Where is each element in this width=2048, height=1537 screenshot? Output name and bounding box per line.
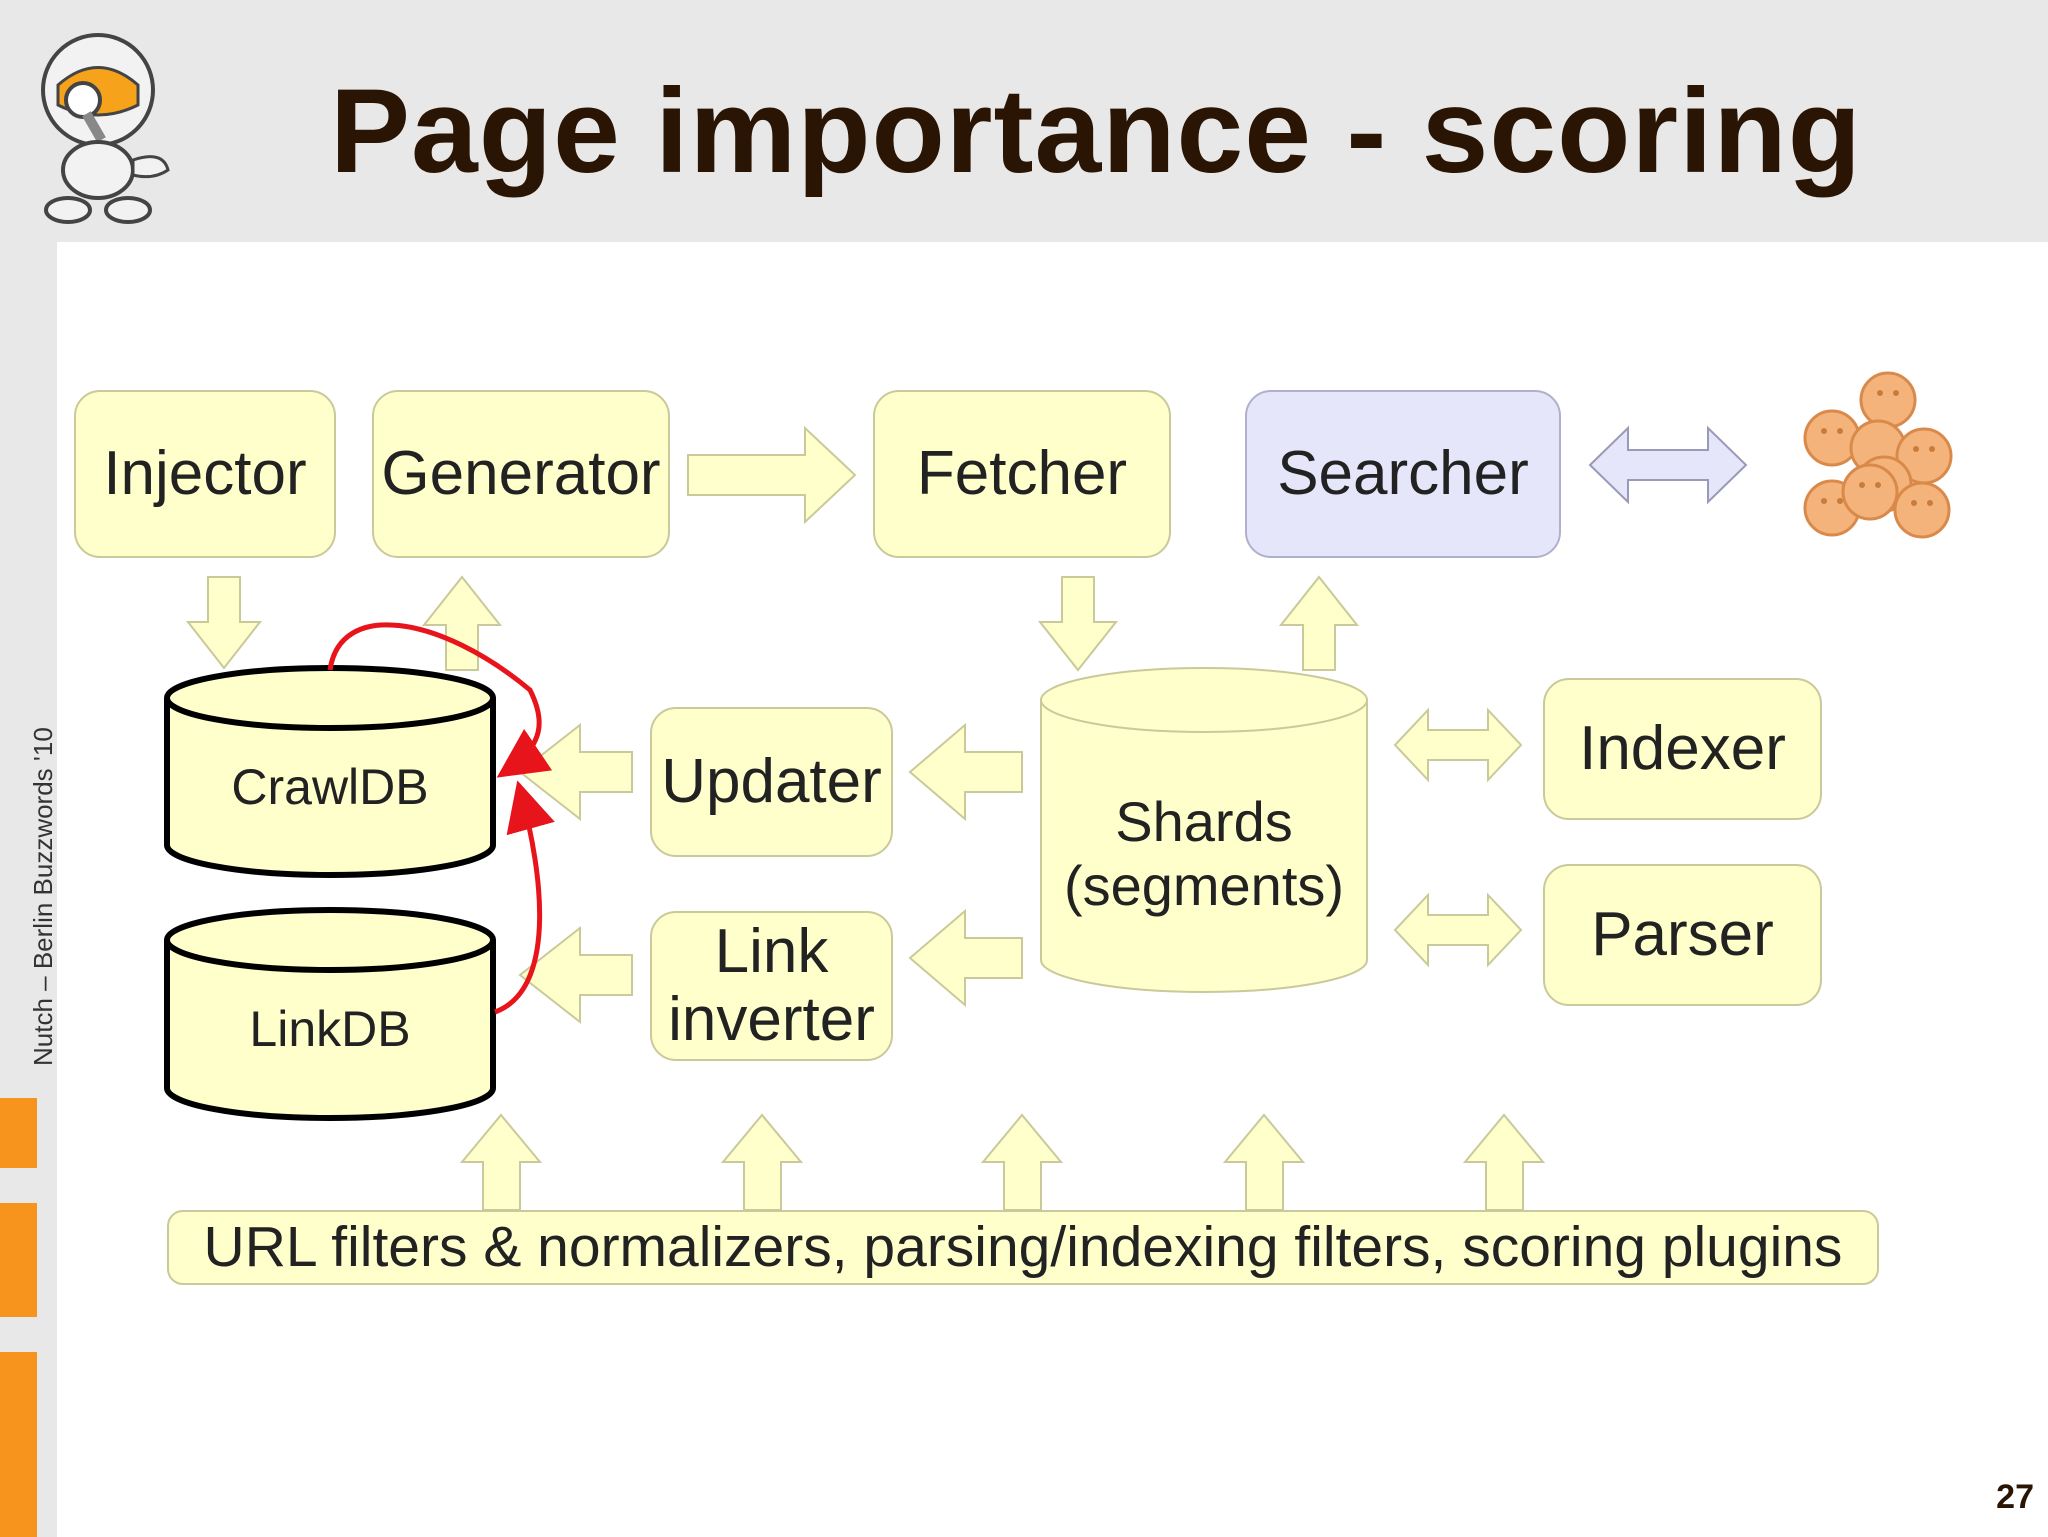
crawldb-cylinder bbox=[164, 665, 496, 878]
arrow-shards-parser bbox=[1393, 892, 1523, 968]
linkdb-label: LinkDB bbox=[249, 1001, 411, 1057]
nutch-mascot-icon bbox=[41, 33, 170, 224]
arrow-shards-searcher bbox=[1278, 575, 1360, 671]
parser-box: Parser bbox=[1543, 864, 1822, 1006]
shards-cylinder bbox=[1040, 667, 1368, 993]
slide-header bbox=[0, 0, 2048, 242]
updater-box: Updater bbox=[650, 707, 893, 857]
users-faces-icon bbox=[1803, 371, 1953, 539]
accent-bar-3 bbox=[0, 1352, 37, 1537]
plugin-arrow-1 bbox=[459, 1113, 543, 1211]
link-inverter-label-line2: inverter bbox=[668, 985, 875, 1054]
crawldb-label: CrawlDB bbox=[231, 759, 429, 815]
arrow-searcher-users bbox=[1588, 425, 1748, 505]
arrow-shards-linkinverter bbox=[908, 908, 1023, 1008]
arrow-crawldb-generator bbox=[421, 575, 503, 671]
plugin-arrow-3 bbox=[980, 1113, 1064, 1211]
plugin-arrow-2 bbox=[720, 1113, 804, 1211]
arrow-injector-crawldb bbox=[185, 576, 263, 670]
plugin-arrow-5 bbox=[1462, 1113, 1546, 1211]
generator-box: Generator bbox=[372, 390, 670, 558]
shards-label: Shards (segments) bbox=[1041, 790, 1367, 919]
arrow-linkinverter-linkdb bbox=[518, 925, 633, 1025]
linkdb-cylinder bbox=[164, 907, 496, 1121]
page-number: 27 bbox=[1996, 1478, 2034, 1516]
accent-bar-1 bbox=[0, 1098, 37, 1168]
arrow-generator-fetcher bbox=[687, 425, 857, 525]
arrow-shards-indexer bbox=[1393, 707, 1523, 783]
indexer-box: Indexer bbox=[1543, 678, 1822, 820]
arrow-fetcher-shards bbox=[1037, 576, 1119, 672]
plugins-box: URL filters & normalizers, parsing/index… bbox=[167, 1210, 1879, 1285]
link-inverter-label-line1: Link bbox=[714, 916, 829, 986]
scoring-arrows bbox=[327, 622, 555, 1015]
plugin-arrow-4 bbox=[1222, 1113, 1306, 1211]
shards-label-line1: Shards bbox=[1115, 790, 1293, 853]
accent-bar-2 bbox=[0, 1203, 37, 1317]
arrow-shards-updater bbox=[908, 722, 1023, 822]
link-inverter-box: Link inverter bbox=[650, 911, 893, 1061]
searcher-box: Searcher bbox=[1245, 390, 1561, 558]
fetcher-box: Fetcher bbox=[873, 390, 1171, 558]
shards-label-line2: (segments) bbox=[1063, 854, 1345, 918]
injector-box: Injector bbox=[74, 390, 336, 558]
slide-title: Page importance - scoring bbox=[330, 64, 1863, 198]
